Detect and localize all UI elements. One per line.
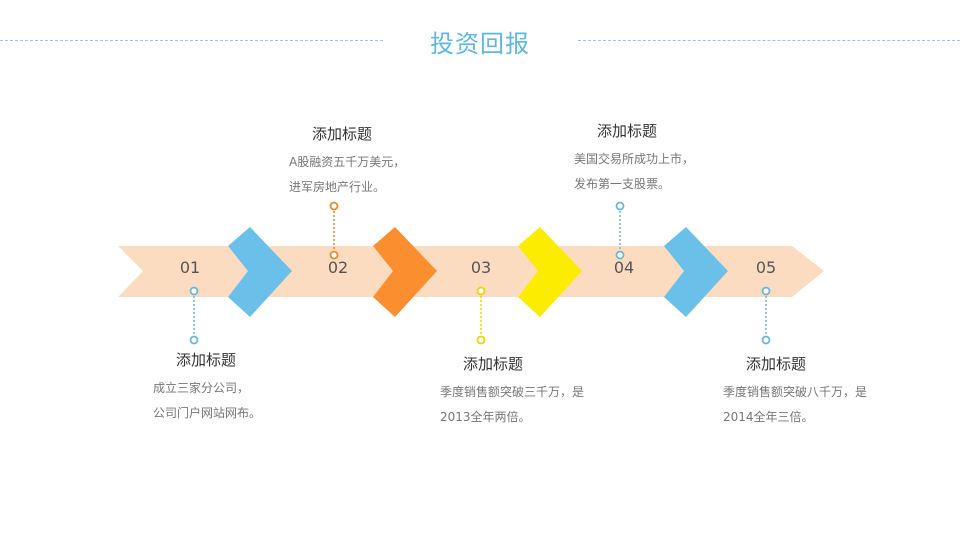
step-block-3: 添加标题 季度销售额突破三千万，是 2013全年两倍。: [440, 353, 584, 430]
chevron-4: [664, 227, 728, 317]
step-description-5: 季度销售额突破八千万，是 2014全年三倍。: [723, 380, 867, 430]
step-5-line-2: 2014全年三倍。: [723, 410, 814, 424]
step-5-line-1: 季度销售额突破八千万，是: [723, 385, 868, 399]
step-block-5: 添加标题 季度销售额突破八千万，是 2014全年三倍。: [723, 353, 867, 430]
step-3-line-2: 2013全年两倍。: [440, 410, 531, 424]
connector-2: [329, 201, 339, 260]
step-number-1: 01: [180, 258, 200, 277]
step-description-4: 美国交易所成功上市， 发布第一支股票。: [574, 147, 694, 197]
connector-5: [761, 286, 771, 345]
step-block-1: 添加标题 成立三家分公司， 公司门户网站网布。: [153, 349, 261, 426]
step-description-2: A股融资五千万美元， 进军房地产行业。: [289, 150, 405, 200]
step-heading-5: 添加标题: [746, 355, 807, 373]
step-1-line-2: 公司门户网站网布。: [153, 406, 262, 420]
title-divider-left: [0, 40, 383, 41]
chevron-2: [373, 227, 437, 317]
step-2-line-2: 进军房地产行业。: [289, 180, 386, 194]
chevron-1: [228, 227, 292, 317]
step-block-4: 添加标题 美国交易所成功上市， 发布第一支股票。: [574, 120, 694, 197]
step-block-2: 添加标题 A股融资五千万美元， 进军房地产行业。: [289, 123, 405, 200]
timeline-band: [118, 246, 824, 297]
step-number-2: 02: [328, 258, 348, 277]
step-heading-4: 添加标题: [597, 122, 658, 140]
step-description-3: 季度销售额突破三千万，是 2013全年两倍。: [440, 380, 584, 430]
connector-4: [615, 201, 625, 260]
step-heading-3: 添加标题: [463, 355, 524, 373]
step-3-line-1: 季度销售额突破三千万，是: [440, 385, 585, 399]
step-number-3: 03: [471, 258, 491, 277]
step-2-line-1: A股融资五千万美元，: [289, 155, 406, 169]
step-1-line-1: 成立三家分公司，: [153, 381, 250, 395]
step-heading-1: 添加标题: [176, 351, 237, 369]
step-number-4: 04: [614, 258, 634, 277]
title-divider-right: [578, 40, 960, 41]
connector-3: [476, 286, 486, 345]
chevron-3: [518, 227, 582, 317]
step-4-line-2: 发布第一支股票。: [574, 177, 671, 191]
step-heading-2: 添加标题: [312, 125, 373, 143]
connector-1: [189, 286, 199, 345]
step-description-1: 成立三家分公司， 公司门户网站网布。: [153, 376, 261, 426]
page-title: 投资回报: [430, 30, 530, 58]
step-4-line-1: 美国交易所成功上市，: [574, 152, 695, 166]
step-number-5: 05: [756, 258, 776, 277]
